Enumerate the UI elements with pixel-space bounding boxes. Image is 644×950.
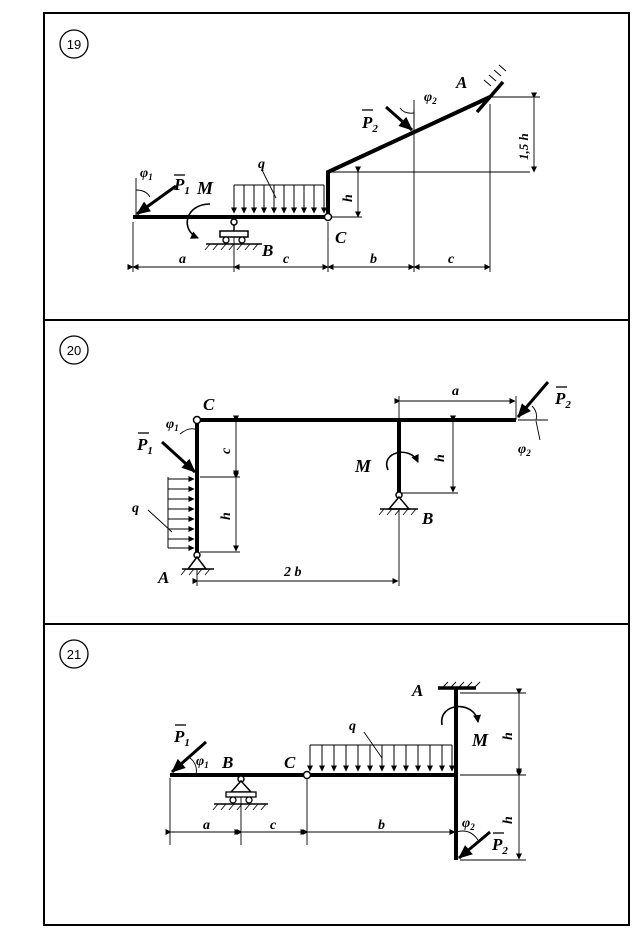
svg-text:P1: P1 — [173, 727, 190, 749]
label-B: B — [221, 753, 233, 772]
force-P2 — [458, 830, 491, 860]
moment-M — [186, 203, 211, 239]
dim-c: c — [219, 447, 234, 454]
label-C: C — [284, 753, 296, 772]
roller-support-B — [204, 218, 262, 251]
svg-text:φ1: φ1 — [196, 754, 209, 770]
beam-19 — [133, 95, 491, 219]
label-B: B — [421, 509, 433, 528]
svg-text:φ2: φ2 — [518, 442, 531, 458]
panel-number-circle — [59, 335, 89, 365]
pin-support-A — [180, 551, 214, 576]
frame-20 — [195, 418, 516, 552]
panel-20: 20 — [59, 335, 571, 587]
force-P1 — [136, 184, 177, 216]
outer-frame — [43, 12, 630, 926]
label-M: M — [196, 178, 214, 198]
moment-M — [385, 451, 419, 471]
dim-a: a — [452, 384, 459, 399]
panel-number: 19 — [67, 37, 81, 52]
dim-2b: 2 b — [283, 565, 302, 580]
hinge-C — [302, 770, 312, 780]
dim-b: b — [378, 818, 385, 833]
dim-h2: h — [433, 454, 448, 462]
svg-text:P2: P2 — [361, 113, 378, 135]
label-M: M — [354, 456, 372, 476]
dim-h: h — [501, 732, 516, 740]
hinge-C — [192, 415, 202, 425]
svg-text:P1: P1 — [173, 175, 190, 197]
panel-number-circle — [59, 29, 89, 59]
label-A: A — [157, 568, 169, 587]
dim-b: b — [370, 252, 377, 267]
force-P2 — [516, 381, 550, 418]
dim-c: c — [283, 252, 290, 267]
label-q: q — [132, 501, 139, 516]
distributed-load-q — [307, 731, 455, 772]
panel-number-circle — [59, 639, 89, 669]
dim-a: a — [179, 252, 186, 267]
dim-c2: c — [448, 252, 455, 267]
label-C: C — [203, 395, 215, 414]
distributed-load-q — [147, 476, 195, 551]
svg-text:φ2: φ2 — [424, 90, 437, 106]
force-P2 — [385, 105, 413, 132]
panel-number: 20 — [67, 343, 81, 358]
label-q: q — [349, 719, 356, 734]
force-P1 — [160, 440, 197, 474]
dim-a: a — [203, 818, 210, 833]
dim-h2: h — [501, 816, 516, 824]
svg-text:φ1: φ1 — [166, 417, 179, 433]
label-q: q — [258, 157, 265, 172]
svg-text:P2: P2 — [554, 389, 571, 411]
hinge-C — [323, 212, 333, 222]
label-B: B — [261, 241, 273, 260]
panel-number: 21 — [67, 647, 81, 662]
panel-19: 19 — [59, 29, 540, 272]
dim-c: c — [270, 818, 277, 833]
dim-h: h — [219, 512, 234, 520]
label-A: A — [411, 681, 423, 700]
label-A: A — [455, 73, 467, 92]
panel-21: 21 — [59, 639, 526, 861]
pin-support-B — [378, 491, 418, 516]
dim-h: h — [341, 194, 356, 202]
label-M: M — [471, 730, 489, 750]
roller-support-B — [212, 775, 268, 811]
force-P1 — [171, 740, 207, 774]
svg-text:φ2: φ2 — [462, 816, 475, 832]
svg-text:P2: P2 — [491, 835, 508, 857]
distributed-load-q — [231, 169, 327, 214]
dim-1.5h: 1,5 h — [516, 133, 531, 160]
moment-M — [441, 705, 482, 726]
svg-text:P1: P1 — [136, 435, 153, 457]
svg-text:φ1: φ1 — [140, 166, 153, 182]
label-C: C — [335, 228, 347, 247]
